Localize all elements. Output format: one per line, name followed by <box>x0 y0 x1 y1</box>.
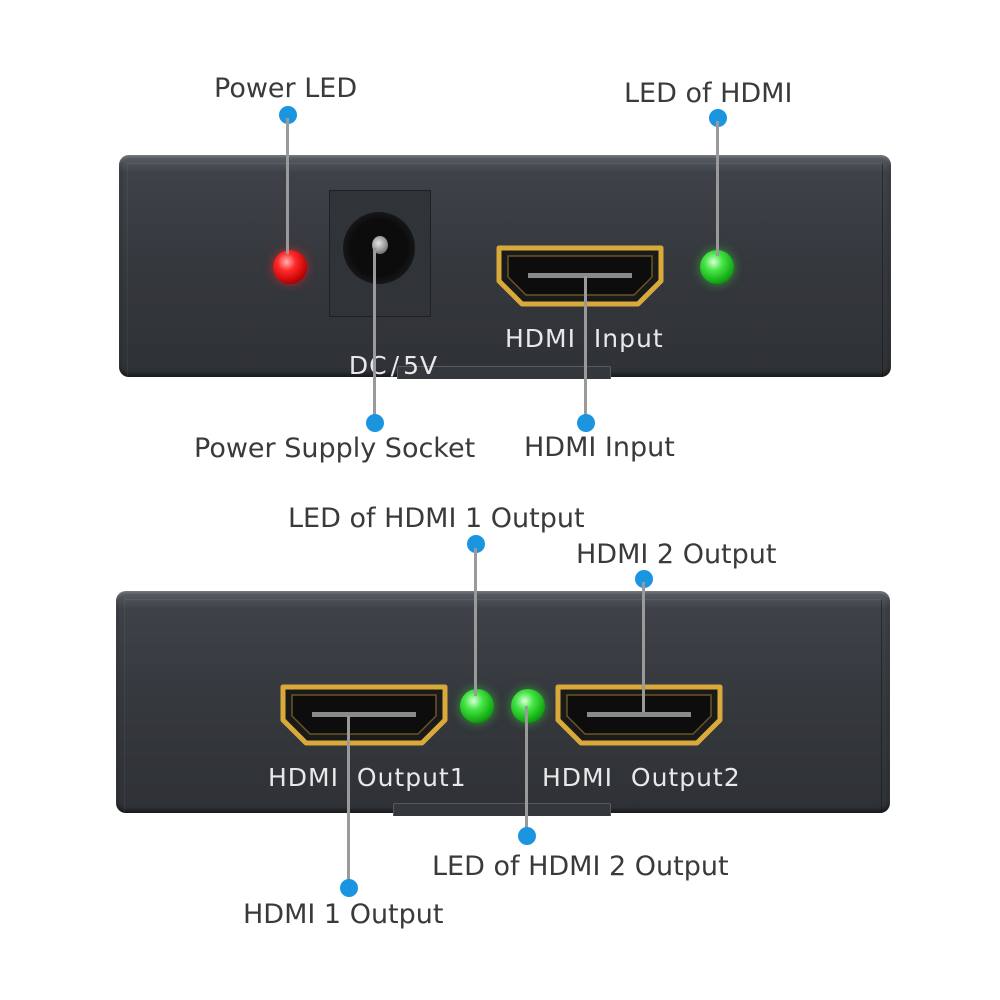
bottom-panel-edge <box>124 599 882 813</box>
led-hdmi2-output-callout-dot <box>518 827 536 845</box>
five-v-text: 5V <box>403 351 439 380</box>
hdmi2-output-callout-dot <box>635 570 653 588</box>
hdmi-output2-panel-label: HDMI Output2 <box>542 763 741 792</box>
hdmi1-output-callout-dot <box>340 879 358 897</box>
hdmi-output1-port-contacts <box>312 712 416 717</box>
bottom-panel-foot <box>393 803 611 816</box>
power-supply-socket-callout-line <box>373 248 376 424</box>
hdmi-output1-panel-label: HDMI Output1 <box>268 763 467 792</box>
led-hdmi2-output-callout: LED of HDMI 2 Output <box>432 851 729 882</box>
hdmi-output2-port[interactable] <box>555 684 723 746</box>
top-panel-foot <box>397 366 611 379</box>
dc-text: DC <box>348 351 388 380</box>
hdmi-output1-port[interactable] <box>280 684 448 746</box>
led-hdmi1-output-callout: LED of HDMI 1 Output <box>288 503 585 534</box>
bottom-panel <box>116 591 890 813</box>
hdmi1-output-callout: HDMI 1 Output <box>243 899 444 930</box>
led-hdmi1-output-callout-dot <box>467 535 485 553</box>
hdmi-input-callout: HDMI Input <box>524 432 675 463</box>
led-hdmi2-output-callout-line <box>525 706 528 830</box>
hdmi-input-port[interactable] <box>496 245 664 307</box>
hdmi1-output-led <box>460 689 494 723</box>
hdmi-input-callout-line <box>584 276 587 424</box>
hdmi-input-port-contacts <box>528 273 632 278</box>
power-led-callout: Power LED <box>214 73 358 104</box>
power-led <box>273 250 307 284</box>
led-of-hdmi-callout-line <box>716 121 719 256</box>
led-of-hdmi-callout-dot <box>709 109 727 127</box>
hdmi-input-panel-label: HDMI Input <box>505 324 664 353</box>
hdmi-input-callout-dot <box>577 414 595 432</box>
hdmi2-output-callout-line <box>642 582 645 712</box>
power-led-callout-dot <box>279 106 297 124</box>
hdmi2-output-callout: HDMI 2 Output <box>576 539 777 570</box>
hdmi-output2-port-contacts <box>587 712 691 717</box>
dc-socket-pin <box>372 236 388 254</box>
power-supply-socket-callout-dot <box>366 414 384 432</box>
power-supply-socket-callout: Power Supply Socket <box>194 433 476 464</box>
led-of-hdmi-callout: LED of HDMI <box>624 78 793 109</box>
led-hdmi1-output-callout-line <box>474 548 477 696</box>
power-led-callout-line <box>286 118 289 254</box>
hdmi1-output-callout-line <box>347 716 350 882</box>
dc-label: DC/5V <box>331 328 438 378</box>
dc-slash: / <box>390 351 401 380</box>
hdmi2-output-led <box>511 689 545 723</box>
